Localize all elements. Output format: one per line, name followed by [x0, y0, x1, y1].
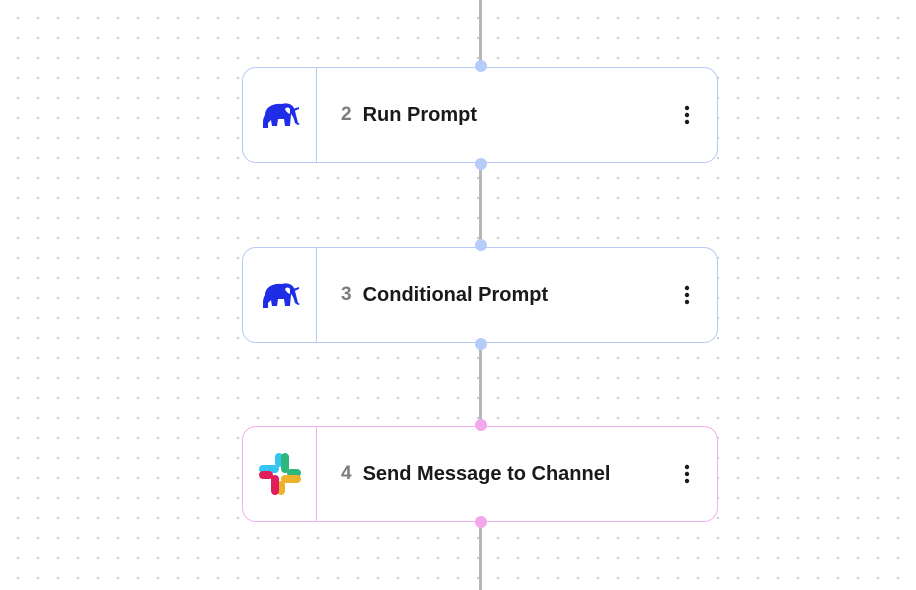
step-number: 4: [341, 463, 352, 484]
step-label: Conditional Prompt: [362, 283, 549, 306]
step-more-button[interactable]: [671, 95, 703, 135]
input-port[interactable]: [475, 419, 487, 431]
slack-icon: [258, 453, 301, 495]
output-port[interactable]: [475, 516, 487, 528]
step-label: Send Message to Channel: [362, 462, 611, 485]
more-vertical-icon: [684, 105, 690, 125]
elephant-icon: [262, 103, 300, 128]
step-body: 3 Conditional Prompt: [317, 248, 717, 342]
step-more-button[interactable]: [671, 454, 703, 494]
step-number: 2: [341, 104, 352, 125]
step-label: Run Prompt: [362, 103, 478, 126]
step-more-button[interactable]: [671, 275, 703, 315]
step-icon-cell: [243, 248, 317, 342]
more-vertical-icon: [684, 464, 690, 484]
input-port[interactable]: [475, 239, 487, 251]
step-body: 4 Send Message to Channel: [317, 427, 717, 521]
elephant-icon: [262, 283, 300, 308]
workflow-step-run-prompt[interactable]: 2 Run Prompt: [242, 67, 718, 163]
step-number: 3: [341, 284, 352, 305]
workflow-step-send-message[interactable]: 4 Send Message to Channel: [242, 426, 718, 522]
connector-line: [479, 344, 482, 425]
step-icon-cell: [243, 68, 317, 162]
connector-line: [479, 522, 482, 590]
step-icon-cell: [243, 427, 317, 521]
output-port[interactable]: [475, 158, 487, 170]
input-port[interactable]: [475, 60, 487, 72]
more-vertical-icon: [684, 285, 690, 305]
workflow-step-conditional-prompt[interactable]: 3 Conditional Prompt: [242, 247, 718, 343]
connector-line: [479, 0, 482, 66]
step-body: 2 Run Prompt: [317, 68, 717, 162]
connector-line: [479, 164, 482, 246]
output-port[interactable]: [475, 338, 487, 350]
